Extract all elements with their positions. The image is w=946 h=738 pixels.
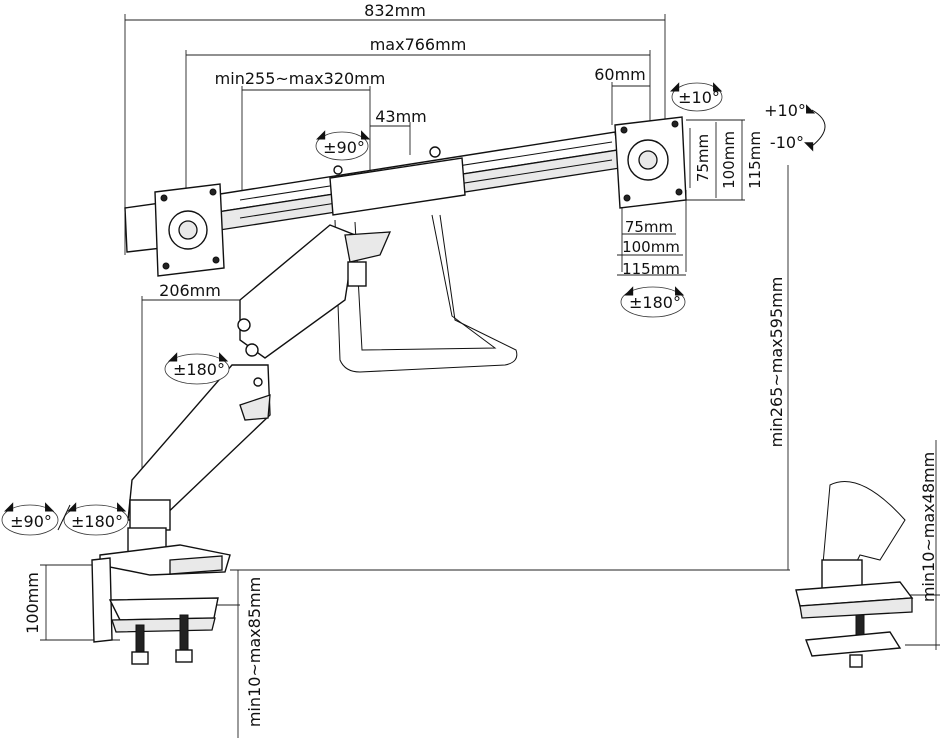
arm-offset-label: 206mm: [159, 281, 221, 300]
vesa-w-115-label: 115mm: [622, 260, 680, 278]
grommet-base: [795, 481, 914, 668]
carry-handle: [334, 214, 518, 373]
dimension-labels: 832mm max766mm min255~max320mm 43mm 60mm…: [23, 1, 938, 727]
svg-text:◣: ◣: [219, 349, 229, 363]
rotation-arc-icon: ◢ ◣ ◢ ◣ ◢ ◣ ◢ ◣ ◢ ◣ ◢ ◣ ◣ ◥: [4, 79, 816, 513]
rail-range-label: min255~max320mm: [215, 69, 386, 88]
svg-text:◣: ◣: [117, 499, 127, 513]
plate-rotate-badge: [671, 82, 723, 112]
svg-text:◢: ◢: [67, 499, 77, 513]
plate-swivel-label: ±180°: [629, 293, 681, 312]
svg-text:◢: ◢: [316, 127, 326, 141]
overall-width-label: 832mm: [364, 1, 426, 20]
tilt-down-label: -10°: [770, 133, 804, 152]
plate-offset-label: 60mm: [594, 65, 646, 84]
vesa-h-75-label: 75mm: [694, 134, 712, 182]
svg-text:◢: ◢: [4, 499, 14, 513]
svg-text:◢: ◢: [624, 283, 634, 297]
tilt-up-label: +10°: [764, 101, 806, 120]
right-vesa-plate: [614, 116, 687, 209]
base-swivel-badge: [63, 504, 129, 536]
rail-rotate-badge: [315, 131, 369, 161]
dimension-lines: [40, 14, 940, 738]
lower-arm: [127, 364, 271, 531]
base-tilt-badge: [1, 504, 59, 536]
rotation-labels: ±10° +10° -10° ±90° ±180° ±180° ±90° ±18…: [10, 88, 806, 531]
plate-swivel-badge: [620, 286, 686, 318]
arm-span-label: max766mm: [370, 35, 467, 54]
rail-rotate-label: ±90°: [323, 138, 365, 157]
clamp-height-label: 100mm: [23, 572, 42, 634]
svg-text:◢: ◢: [168, 349, 178, 363]
vesa-w-100-label: 100mm: [622, 238, 680, 256]
base-swivel-label: ±180°: [71, 512, 123, 531]
svg-text:◣: ◣: [713, 79, 723, 93]
height-range-label: min265~max595mm: [767, 277, 786, 448]
vesa-w-75-label: 75mm: [625, 218, 673, 236]
cross-rail: [124, 131, 621, 253]
upper-arm: [237, 224, 392, 359]
svg-text:◣: ◣: [675, 283, 685, 297]
svg-text:◣: ◣: [806, 101, 816, 115]
clamp-range-label: min10~max85mm: [245, 577, 264, 727]
plate-rotate-label: ±10°: [678, 88, 720, 107]
base-tilt-label: ±90°: [10, 512, 52, 531]
center-block-label: 43mm: [375, 107, 427, 126]
rotation-badges: [1, 82, 826, 536]
vesa-h-100-label: 100mm: [720, 131, 738, 189]
svg-text:◣: ◣: [45, 499, 55, 513]
left-vesa-plate: [154, 183, 225, 277]
svg-text:◥: ◥: [804, 139, 814, 153]
elbow-swivel-label: ±180°: [173, 360, 225, 379]
grommet-range-label: min10~max48mm: [919, 452, 938, 602]
desk-clamp: [91, 527, 231, 665]
svg-text:◣: ◣: [361, 127, 371, 141]
tilt-arc-icon: [811, 109, 826, 147]
vesa-h-115-label: 115mm: [746, 131, 764, 189]
svg-text:◢: ◢: [670, 79, 680, 93]
elbow-swivel-badge: [164, 353, 230, 385]
